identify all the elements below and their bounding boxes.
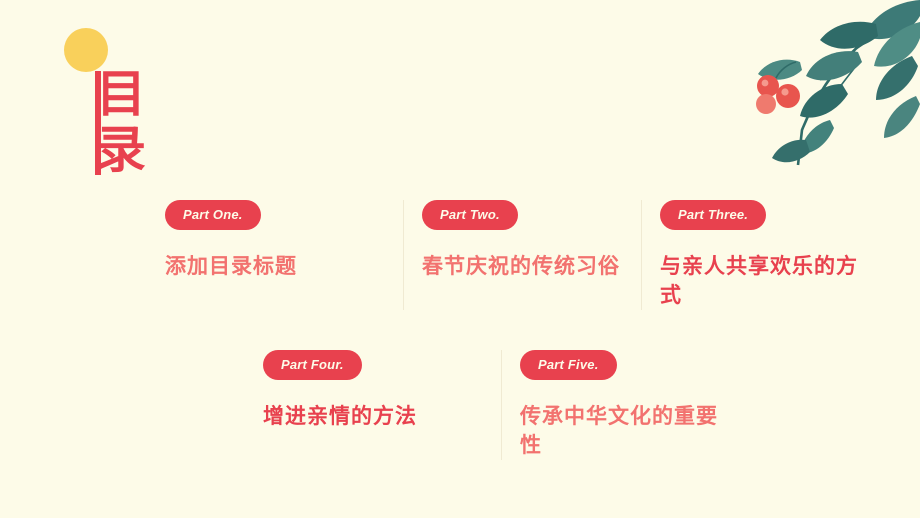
part-title: 传承中华文化的重要性 <box>520 404 718 457</box>
contents-item-part-three[interactable]: Part Three. 与亲人共享欢乐的方式 <box>641 200 879 310</box>
part-title: 增进亲情的方法 <box>263 404 417 428</box>
contents-item-part-five[interactable]: Part Five. 传承中华文化的重要性 <box>501 350 739 460</box>
part-label: Part Five. <box>520 350 617 380</box>
contents-item-part-one[interactable]: Part One. 添加目录标题 <box>165 200 403 310</box>
part-title: 添加目录标题 <box>165 254 297 278</box>
contents-row-one: Part One. 添加目录标题 Part Two. 春节庆祝的传统习俗 Par… <box>165 200 879 310</box>
part-label: Part Two. <box>422 200 518 230</box>
contents-row-two: Part Four. 增进亲情的方法 Part Five. 传承中华文化的重要性 <box>263 350 739 460</box>
contents-item-part-two[interactable]: Part Two. 春节庆祝的传统习俗 <box>403 200 641 310</box>
part-label: Part Three. <box>660 200 767 230</box>
title-text: 目 录 <box>96 65 147 179</box>
part-title: 与亲人共享欢乐的方式 <box>660 254 858 307</box>
part-label: Part One. <box>165 200 261 230</box>
title-accent-bar <box>95 71 101 175</box>
contents-item-part-four[interactable]: Part Four. 增进亲情的方法 <box>263 350 501 460</box>
yellow-circle-icon <box>64 28 108 72</box>
page-title: 目 录 <box>64 28 264 178</box>
part-title: 春节庆祝的传统习俗 <box>422 254 620 278</box>
leaf-branch-illustration <box>680 0 920 180</box>
part-label: Part Four. <box>263 350 362 380</box>
